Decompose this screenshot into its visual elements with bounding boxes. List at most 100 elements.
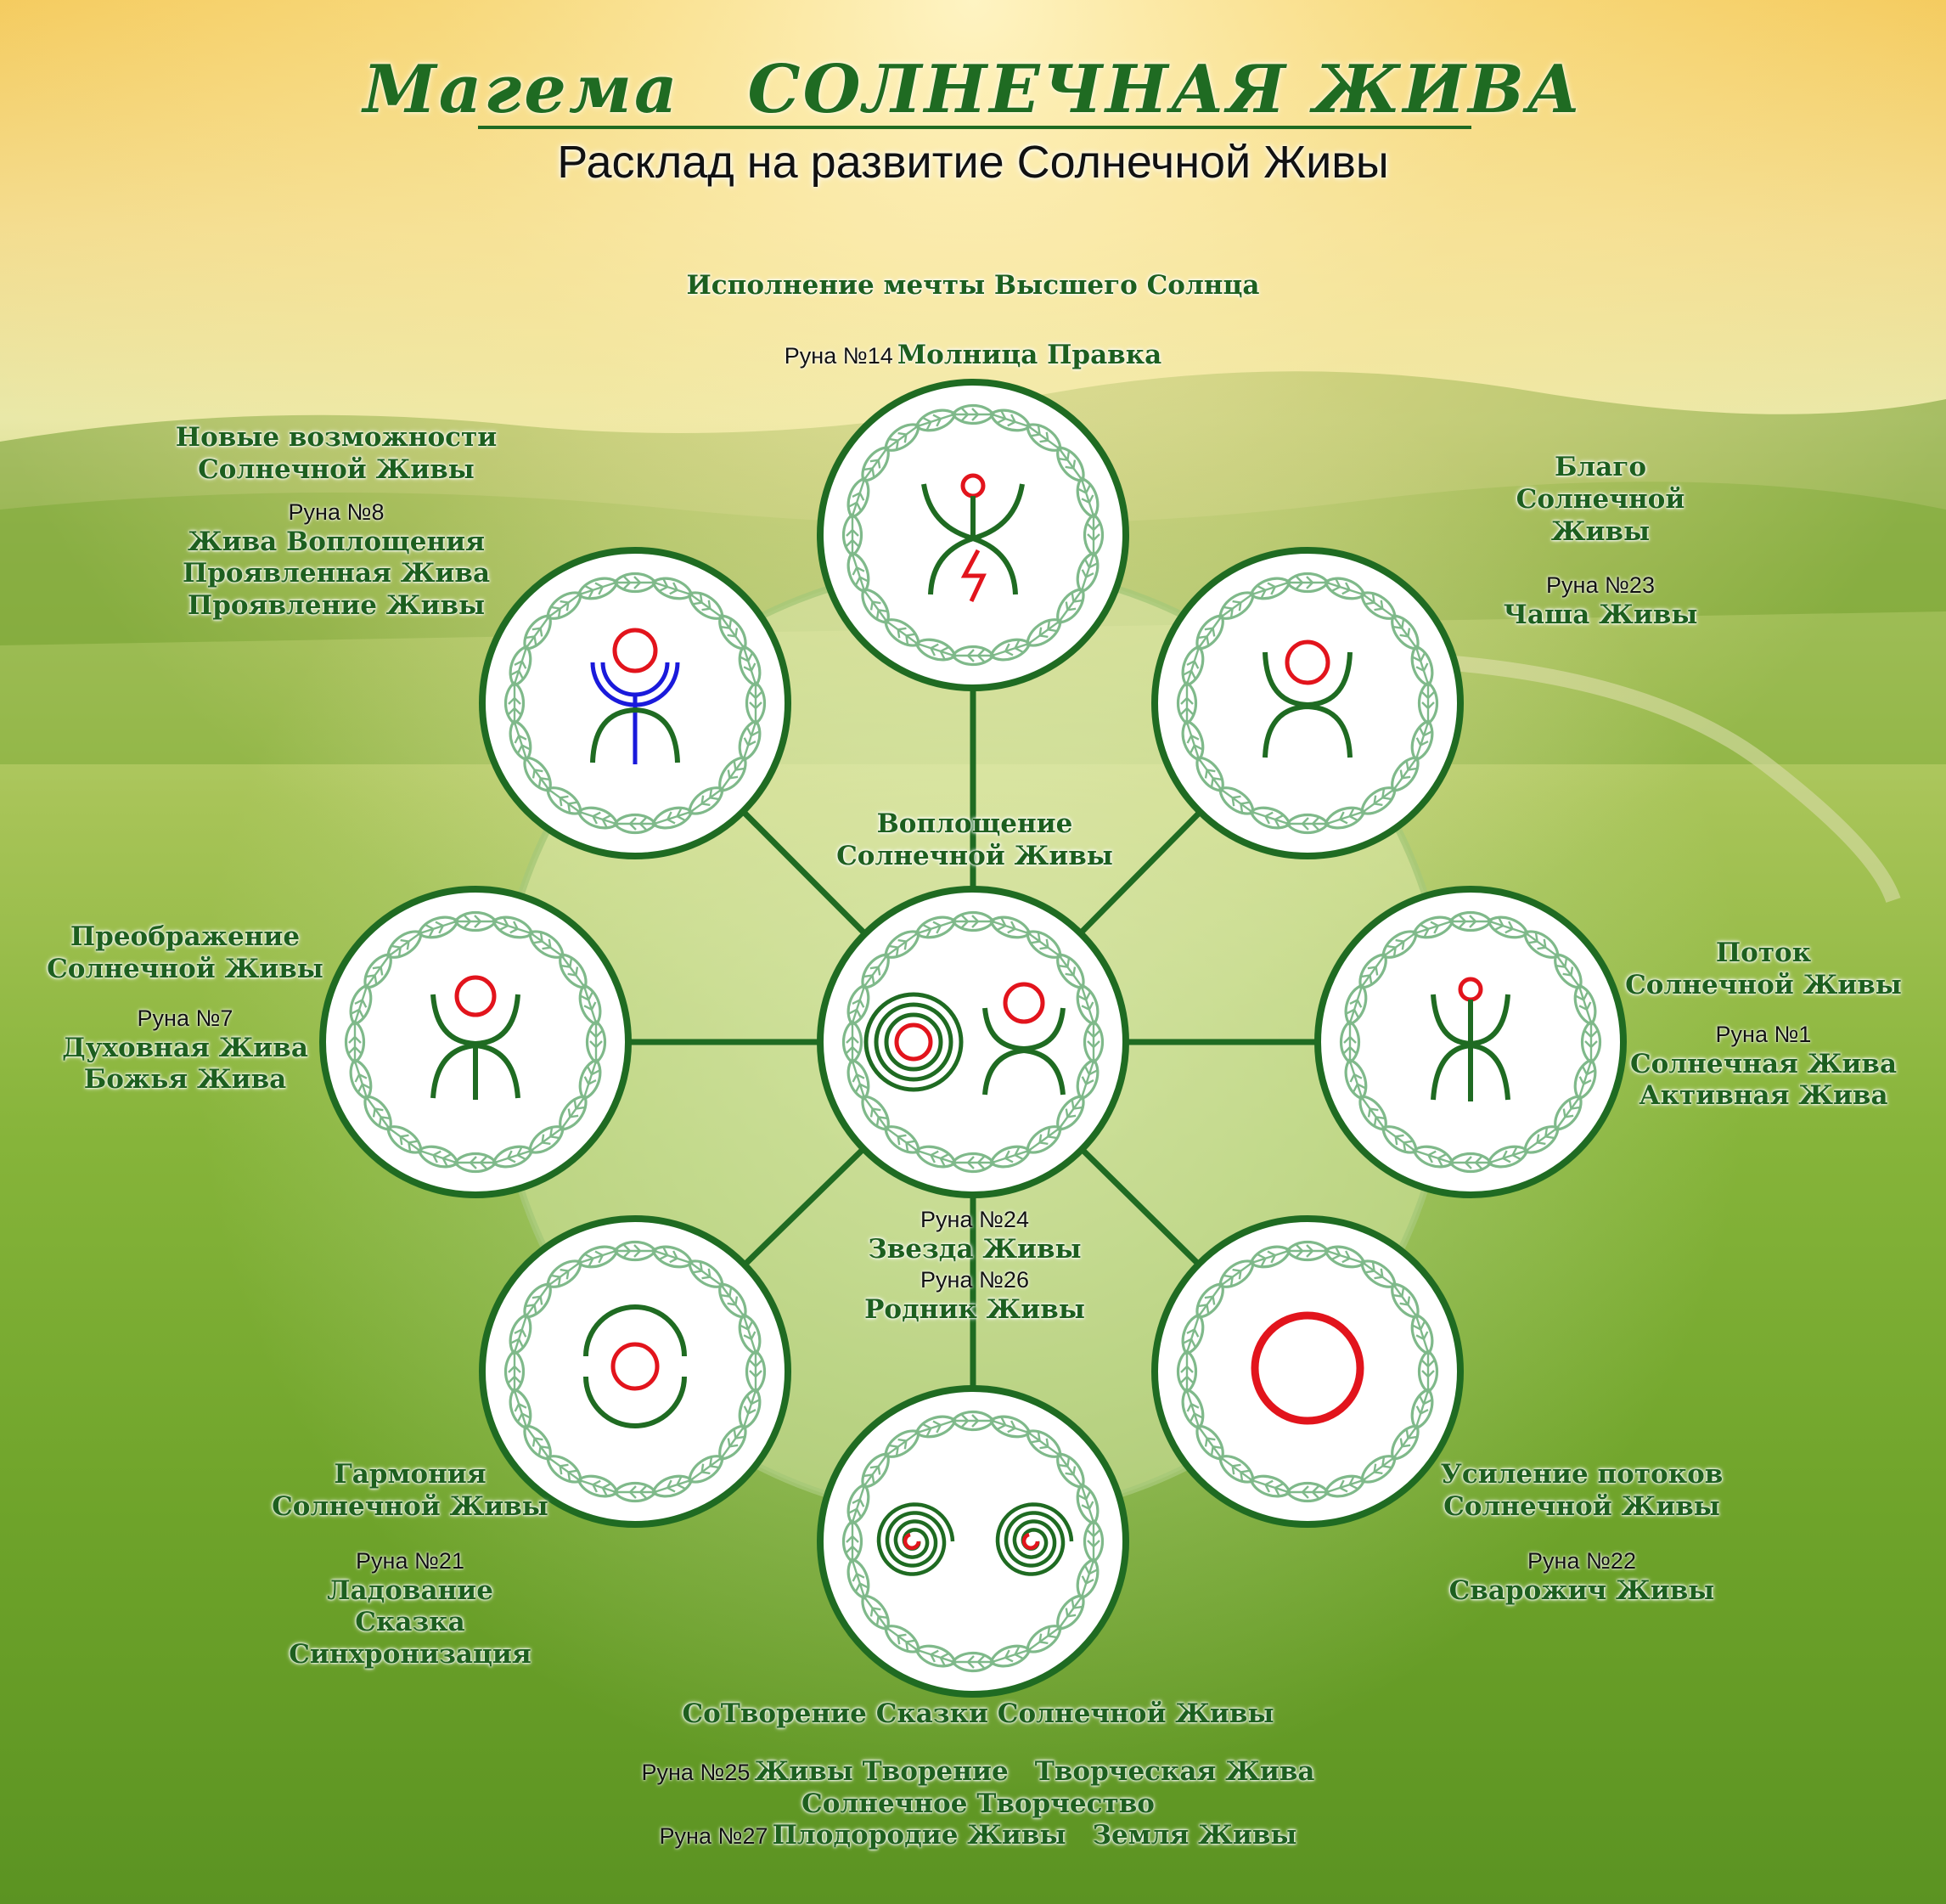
rune-name-bottom-2b: Земля Живы <box>1092 1820 1297 1851</box>
leaf-outline <box>1410 1313 1434 1355</box>
meaning-left-1: Преображение <box>70 921 301 952</box>
leaf-vein <box>917 643 954 660</box>
leaf-vein <box>1198 617 1223 649</box>
leaf-vein <box>1362 788 1394 813</box>
leaf-icon <box>738 1313 762 1355</box>
leaf-icon <box>951 1152 995 1174</box>
leaf-vein <box>530 932 562 957</box>
leaf-icon <box>1176 1349 1198 1394</box>
rune-medallion-bottom <box>817 1385 1129 1698</box>
leaf-vein <box>917 1649 954 1666</box>
leaf-vein <box>917 1420 954 1437</box>
meaning-left-2: Солнечной Живы <box>47 953 323 984</box>
leaf-vein <box>1027 1626 1060 1651</box>
rune-medallion-top <box>817 379 1129 691</box>
meaning-top-right-1: Благо <box>1554 452 1647 482</box>
leaf-vein <box>720 617 745 649</box>
label-center-runes: Руна №24 Звезда Живы Руна №26 Родник Жив… <box>864 1206 1085 1327</box>
leaf-outline <box>1076 1483 1100 1525</box>
leaf-vein <box>510 647 527 684</box>
leaf-vein <box>1575 986 1592 1023</box>
leaf-vein <box>954 1414 992 1428</box>
label-bottom: СоТворение Сказки Солнечной Живы Руна №2… <box>641 1698 1314 1852</box>
medallion-circle <box>817 886 1129 1198</box>
leaf-vein <box>1058 1096 1083 1129</box>
leaf-vein <box>720 1285 745 1317</box>
leaf-vein <box>494 917 531 934</box>
leaf-vein <box>848 986 865 1023</box>
leaf-vein <box>1362 1456 1394 1481</box>
leaf-vein <box>1349 1061 1366 1098</box>
rune-name-bottom-1a: Живы Творение <box>754 1755 1009 1787</box>
label-bottom-right: Усиление потоков Солнечной Живы Руна №22… <box>1441 1459 1724 1607</box>
leaf-icon <box>1176 681 1198 725</box>
leaf-vein <box>863 589 888 622</box>
leaf-vein <box>1384 1127 1416 1152</box>
rune-name-right-2: Активная Жива <box>1639 1080 1888 1112</box>
leaf-vein <box>1326 578 1364 595</box>
leaf-vein <box>1384 932 1416 957</box>
leaf-vein <box>740 1315 756 1353</box>
meaning-bottom-left-1: Гармония <box>334 1459 486 1490</box>
medallion-circle <box>479 1215 791 1528</box>
leaf-vein <box>1392 758 1417 790</box>
leaf-vein <box>579 1250 616 1267</box>
rune-name-bottom-left-3: Синхронизация <box>289 1639 531 1670</box>
leaf-icon <box>951 403 995 425</box>
zhiva-voploscheniya-rune-icon <box>590 628 680 764</box>
leaf-vein <box>514 722 531 759</box>
leaf-vein <box>654 1247 691 1264</box>
leaf-vein <box>848 479 865 516</box>
meaning-top-right-2: Солнечной <box>1516 483 1685 515</box>
leaf-vein <box>1027 932 1060 957</box>
leaf-vein <box>992 410 1029 427</box>
label-center-meaning: Воплощение Солнечной Живы <box>836 808 1113 873</box>
leaf-vein <box>720 758 745 790</box>
leaf-vein <box>589 1023 603 1061</box>
leaf-vein <box>1087 516 1100 554</box>
rune-no-bottom-right: Руна №22 <box>1527 1547 1636 1574</box>
leaf-vein <box>548 594 581 618</box>
leaf-vein <box>852 554 869 591</box>
leaf-vein <box>1412 647 1429 684</box>
leaf-vein <box>1251 582 1289 599</box>
label-top-left: Новые возможности Солнечной Живы Руна №8… <box>176 422 497 622</box>
rune-name-top: Молница Правка <box>897 340 1162 370</box>
leaf-vein <box>351 986 368 1023</box>
leaf-vein <box>863 1096 888 1129</box>
spiral-ring <box>863 992 964 1092</box>
leaf-vein <box>863 448 888 481</box>
leaf-outline <box>1076 476 1100 519</box>
meaning-right-2: Солнечной Живы <box>1625 969 1902 1000</box>
spiral-core <box>1021 1532 1040 1550</box>
leaf-vein <box>616 576 654 589</box>
leaf-vein <box>548 1262 581 1287</box>
leaf-vein <box>917 1150 954 1167</box>
leaf-vein <box>1555 955 1580 988</box>
rune-name-bottom-left-2: Сказка <box>355 1607 465 1638</box>
rune-name-left-2: Божья Жива <box>83 1064 287 1096</box>
leaf-vein <box>526 758 550 790</box>
rune-name-bottom-left-1: Ладование <box>327 1574 493 1606</box>
leaf-vein <box>886 620 919 645</box>
leaf-vein <box>1326 808 1364 825</box>
rune-name-top-left-1: Жива Воплощения <box>187 526 486 557</box>
leaf-vein <box>457 1156 494 1169</box>
leaf-vein <box>580 986 597 1023</box>
leaf-vein <box>1180 684 1194 722</box>
leaf-vein <box>1251 811 1289 828</box>
leaf-icon <box>841 1020 863 1064</box>
leaf-vein <box>1289 1485 1326 1499</box>
leaf-vein <box>863 1455 888 1487</box>
leaf-vein <box>1087 1523 1100 1560</box>
leaf-icon <box>738 645 762 687</box>
leaf-icon <box>1076 983 1100 1026</box>
leaf-vein <box>1198 1285 1223 1317</box>
figure-legs <box>982 1047 1066 1096</box>
leaf-vein <box>992 1646 1029 1663</box>
leaf-vein <box>1412 1315 1429 1353</box>
rune-name-top-left-2: Проявленная Жива <box>182 558 491 589</box>
leaf-vein <box>846 1523 859 1560</box>
leaf-vein <box>1346 986 1363 1023</box>
